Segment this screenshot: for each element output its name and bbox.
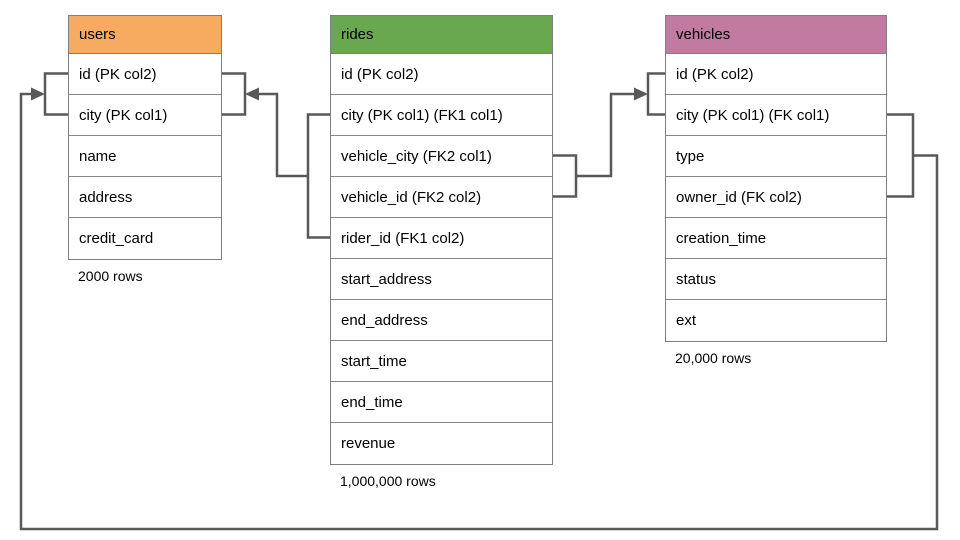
rides-right-bracket (553, 154, 578, 198)
table-rides-row-vehicle-city: vehicle_city (FK2 col1) (331, 136, 552, 177)
table-rides-row-rider-id: rider_id (FK1 col2) (331, 218, 552, 259)
table-users-row-count: 2000 rows (78, 268, 143, 284)
table-users-header: users (69, 16, 221, 54)
table-rides-row-city: city (PK col1) (FK1 col1) (331, 95, 552, 136)
table-vehicles-row-ext: ext (666, 300, 886, 341)
table-rides-row-start-address: start_address (331, 259, 552, 300)
table-vehicles-row-count: 20,000 rows (675, 350, 752, 366)
vehicles-left-bracket (646, 72, 665, 116)
arrowhead-to-users-right (245, 87, 259, 101)
table-vehicles-row-type: type (666, 136, 886, 177)
table-rides-row-count: 1,000,000 rows (340, 473, 436, 489)
table-rides-row-end-address: end_address (331, 300, 552, 341)
arrowhead-to-users-left (31, 87, 45, 101)
table-vehicles-row-city: city (PK col1) (FK col1) (666, 95, 886, 136)
table-users-row-id: id (PK col2) (69, 54, 221, 95)
table-rides-row-revenue: revenue (331, 423, 552, 464)
table-vehicles: vehicles id (PK col2) city (PK col1) (FK… (665, 15, 887, 366)
users-left-bracket (43, 72, 68, 116)
table-rides-row-end-time: end_time (331, 382, 552, 423)
users-right-bracket (222, 72, 247, 116)
table-users-row-credit-card: credit_card (69, 218, 221, 259)
table-vehicles-header: vehicles (666, 16, 886, 54)
rides-to-users-connector (259, 92, 308, 178)
table-users-row-address: address (69, 177, 221, 218)
table-rides-row-vehicle-id: vehicle_id (FK2 col2) (331, 177, 552, 218)
arrowhead-to-vehicles-left (634, 87, 648, 101)
table-rides-row-id: id (PK col2) (331, 54, 552, 95)
table-users-row-name: name (69, 136, 221, 177)
table-users-row-city: city (PK col1) (69, 95, 221, 136)
table-users: users id (PK col2) city (PK col1) name a… (68, 15, 222, 284)
rides-left-bracket (306, 113, 330, 239)
vehicles-right-bracket (887, 113, 915, 198)
vehicles-to-users-connector (19, 92, 939, 531)
rides-to-vehicles-connector (576, 92, 634, 178)
table-vehicles-row-status: status (666, 259, 886, 300)
table-rides: rides id (PK col2) city (PK col1) (FK1 c… (330, 15, 553, 489)
table-vehicles-row-creation-time: creation_time (666, 218, 886, 259)
table-rides-row-start-time: start_time (331, 341, 552, 382)
table-vehicles-row-owner-id: owner_id (FK col2) (666, 177, 886, 218)
table-vehicles-row-id: id (PK col2) (666, 54, 886, 95)
table-rides-header: rides (331, 16, 552, 54)
